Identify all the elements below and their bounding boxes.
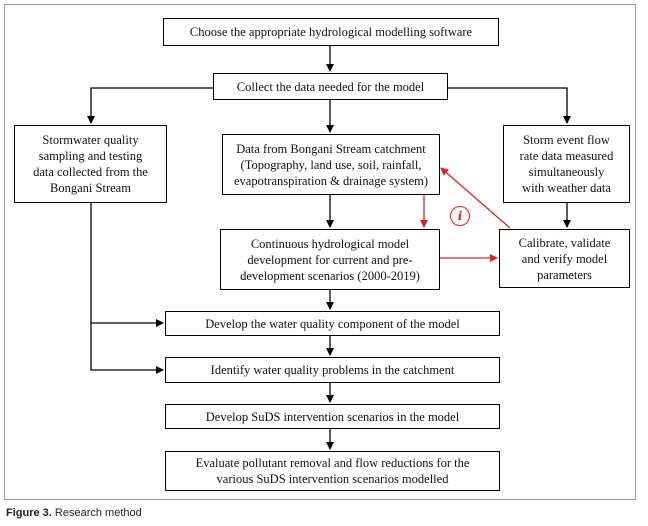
- stormwater-sampling-box: Stormwater quality sampling and testing …: [14, 125, 167, 203]
- identify-problems-box: Identify water quality problems in the c…: [165, 357, 500, 383]
- figure-caption: Figure 3. Research method: [6, 507, 142, 519]
- arrow-stormwater-to-identify: [90, 203, 164, 374]
- collect-data-box: Collect the data needed for the model: [213, 73, 448, 100]
- caption-text: Research method: [51, 507, 142, 519]
- caption-label: Figure 3.: [6, 507, 52, 519]
- evaluate-box: Evaluate pollutant removal and flow redu…: [165, 451, 500, 491]
- arrow-collect-to-stormwater: [87, 87, 213, 124]
- arrow-red-calibrate-to-catchment: [440, 167, 511, 229]
- info-icon: i: [450, 206, 470, 226]
- suds-scenarios-box: Develop SuDS intervention scenarios in t…: [165, 404, 500, 429]
- arrow-collect-to-storm-event: [448, 87, 571, 124]
- choose-software-box: Choose the appropriate hydrological mode…: [163, 18, 499, 46]
- water-quality-component-box: Develop the water quality component of t…: [165, 311, 500, 336]
- catchment-data-box: Data from Bongani Stream catchment (Topo…: [222, 134, 440, 195]
- calibrate-box: Calibrate, validate and verify model par…: [499, 229, 630, 288]
- continuous-model-box: Continuous hydrological model developmen…: [220, 229, 440, 290]
- storm-event-box: Storm event flow rate data measured simu…: [503, 125, 630, 203]
